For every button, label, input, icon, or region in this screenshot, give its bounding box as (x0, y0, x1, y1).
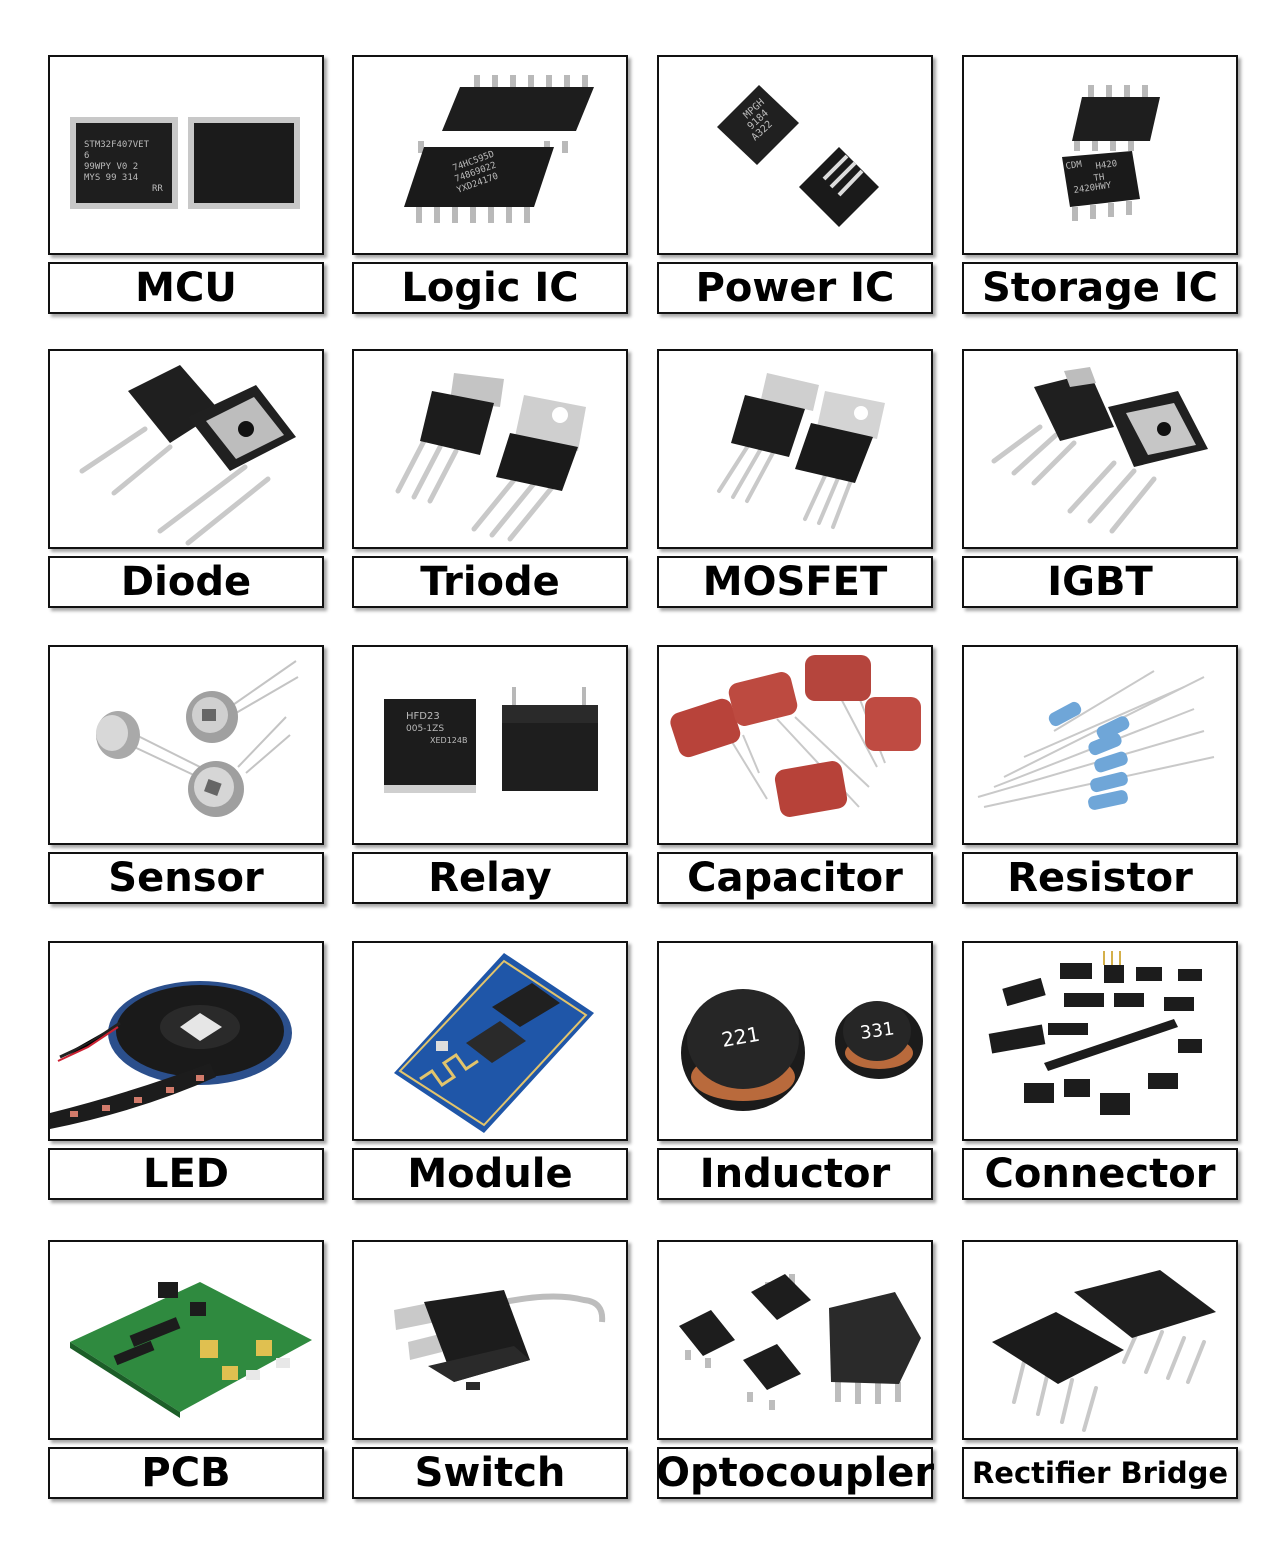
category-label: Sensor (48, 852, 324, 904)
to247-diode-icon (48, 349, 324, 549)
pcb-board-icon (48, 1240, 324, 1440)
category-label: MOSFET (657, 556, 933, 608)
resistor-icon (962, 645, 1238, 845)
svg-text:XED124B: XED124B (430, 736, 467, 745)
rectifier-bridge-icon (962, 1240, 1238, 1440)
category-label: Power IC (657, 262, 933, 314)
category-label: IGBT (962, 556, 1238, 608)
svg-text:HFD23: HFD23 (406, 711, 440, 722)
category-label: Capacitor (657, 852, 933, 904)
category-label: MCU (48, 262, 324, 314)
micro-switch-icon (352, 1240, 628, 1440)
category-label: Module (352, 1148, 628, 1200)
svg-text:TH: TH (1093, 173, 1105, 184)
svg-text:99WPY V0 2: 99WPY V0 2 (84, 162, 138, 172)
to220-transistor-icon (352, 349, 628, 549)
svg-text:CDM: CDM (1065, 160, 1083, 172)
connector-icon (962, 941, 1238, 1141)
category-label: Relay (352, 852, 628, 904)
inductor-icon: 221 331 (657, 941, 933, 1141)
wifi-module-icon (352, 941, 628, 1141)
film-capacitor-icon (657, 645, 933, 845)
category-label: LED (48, 1148, 324, 1200)
qfn-chip-icon: MPGH 9184 A322 (657, 55, 933, 255)
qfp-chip-icon: STM32F407VET 6 99WPY V0 2 MYS 99 314 RR (48, 55, 324, 255)
category-label: PCB (48, 1447, 324, 1499)
svg-text:RR: RR (152, 184, 163, 194)
to220-mosfet-icon (657, 349, 933, 549)
category-label: Rectifier Bridge (962, 1447, 1238, 1499)
category-label: Switch (352, 1447, 628, 1499)
mcu-marking-1: STM32F407VET (84, 140, 150, 150)
soic8-chip-icon: CDM H420 TH 2420HWY (962, 55, 1238, 255)
category-label: Storage IC (962, 262, 1238, 314)
category-label: Optocoupler (656, 1447, 934, 1499)
svg-text:H420: H420 (1095, 159, 1118, 172)
category-label: Triode (352, 556, 628, 608)
pir-sensor-icon (48, 645, 324, 845)
svg-text:005-1ZS: 005-1ZS (406, 724, 444, 734)
optocoupler-icon (657, 1240, 933, 1440)
category-label: Diode (48, 556, 324, 608)
category-label: Inductor (657, 1148, 933, 1200)
to247-igbt-icon (962, 349, 1238, 549)
svg-text:6: 6 (84, 151, 89, 161)
soic-chip-icon: 74HC595D 74869022 YXD24170 (352, 55, 628, 255)
relay-icon: HFD23 005-1ZS XED124B (352, 645, 628, 845)
svg-text:MYS 99 314: MYS 99 314 (84, 173, 138, 183)
led-strip-icon (48, 941, 324, 1141)
svg-text:331: 331 (859, 1018, 896, 1044)
category-label: Resistor (962, 852, 1238, 904)
category-label: Logic IC (352, 262, 628, 314)
category-label: Connector (962, 1148, 1238, 1200)
